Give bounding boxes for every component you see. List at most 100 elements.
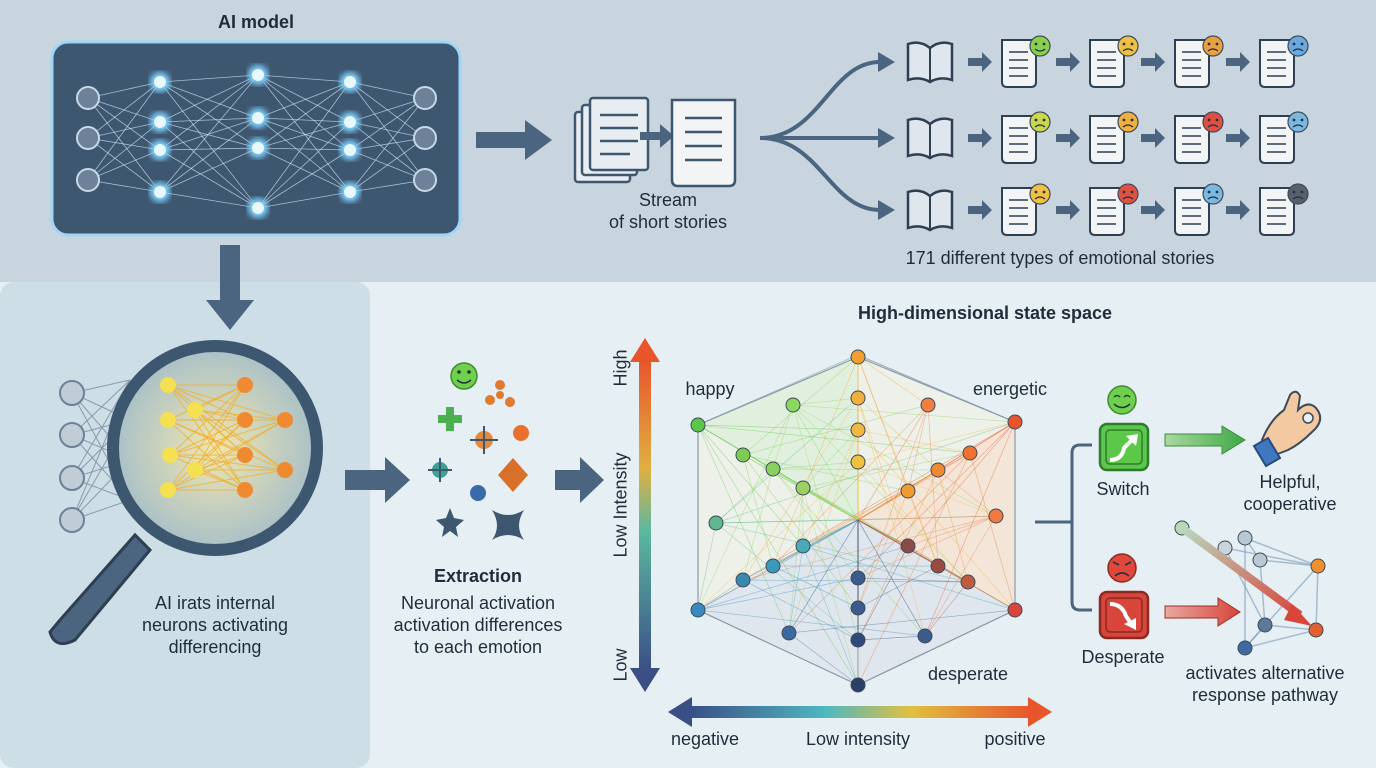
state-node — [962, 445, 978, 461]
pathway-node — [1310, 558, 1326, 574]
pathway-node — [1257, 617, 1273, 633]
switch-up-icon[interactable] — [1098, 422, 1150, 472]
emoji-icon — [1202, 183, 1224, 205]
state-node — [850, 570, 866, 586]
state-node — [708, 515, 724, 531]
state-node — [795, 480, 811, 496]
desperate-result-line1: activates alternative — [1185, 663, 1345, 683]
emoji-icon — [1117, 183, 1139, 205]
switch-down-icon[interactable] — [1098, 590, 1150, 640]
pathway-node — [1237, 530, 1253, 546]
state-node — [690, 602, 706, 618]
neuron-node — [344, 144, 356, 156]
book-icon — [906, 189, 954, 232]
neuron-node — [154, 144, 166, 156]
intensity-axis-arrow — [630, 338, 660, 692]
neuron-node — [344, 186, 356, 198]
left-caption-line2: neurons activating — [141, 615, 289, 635]
document-stack-icon — [573, 96, 737, 188]
neuron-node — [59, 380, 85, 406]
left-caption-line3: differencing — [168, 637, 262, 657]
neuron-node — [154, 76, 166, 88]
arrow-right-icon — [1226, 52, 1250, 72]
arrow-right-icon — [1226, 200, 1250, 220]
emoji-icon — [1117, 111, 1139, 133]
state-node — [785, 397, 801, 413]
x-axis-left-label: negative — [670, 729, 740, 749]
emoji-icon — [1029, 111, 1051, 133]
neuron-node — [252, 142, 264, 154]
emoji-happy-icon — [1107, 385, 1137, 415]
state-node — [930, 558, 946, 574]
arrow-right-icon — [555, 457, 604, 503]
neuron-node — [162, 447, 178, 463]
neuron-node — [413, 168, 437, 192]
neuron-node — [160, 412, 176, 428]
neuron-node — [237, 482, 253, 498]
bracket-connector — [1035, 443, 1092, 612]
neuron-node — [344, 76, 356, 88]
arrow-right-icon — [1056, 128, 1080, 148]
desperate-result-line2: response pathway — [1191, 685, 1339, 705]
arrow-right-red-icon — [1164, 597, 1241, 627]
arrow-right-icon — [1056, 52, 1080, 72]
state-node — [900, 483, 916, 499]
scroll-icon — [1174, 187, 1210, 236]
scroll-icon — [1259, 187, 1295, 236]
neuron-node — [252, 202, 264, 214]
stream-label-line2: of short stories — [608, 212, 728, 232]
state-node — [920, 397, 936, 413]
model-title: AI model — [217, 12, 295, 32]
scroll-icon — [1089, 187, 1125, 236]
scroll-icon — [1089, 39, 1125, 88]
y-axis-mid-label: Low Intensity — [610, 452, 631, 558]
arrow-right-icon — [968, 200, 992, 220]
state-node — [795, 538, 811, 554]
emoji-icon — [1117, 35, 1139, 57]
extraction-caption-line1: Neuronal activation — [400, 593, 556, 613]
scroll-icon — [1174, 115, 1210, 164]
arrow-right-icon — [345, 457, 410, 503]
neuron-node — [413, 86, 437, 110]
emotion-feature-icons — [428, 362, 529, 540]
state-node — [850, 422, 866, 438]
state-node — [690, 417, 706, 433]
extraction-title: Extraction — [433, 566, 523, 586]
pathway-node — [1252, 552, 1268, 568]
state-node — [960, 574, 976, 590]
switch-label: Switch — [1096, 479, 1150, 499]
neuron-node — [252, 112, 264, 124]
label-happy: happy — [685, 379, 735, 399]
arrow-right-icon — [968, 128, 992, 148]
label-energetic: energetic — [972, 379, 1048, 399]
arrow-right-icon — [1141, 128, 1165, 148]
y-axis-high-label: High — [610, 349, 631, 387]
state-space-network — [690, 349, 1023, 693]
x-axis-mid-label: Low intensity — [805, 729, 911, 749]
state-space-title: High-dimensional state space — [857, 303, 1113, 323]
neuron-node — [154, 116, 166, 128]
stream-label-line1: Stream — [638, 190, 698, 210]
emoji-icon — [1287, 111, 1309, 133]
branch-arrows — [759, 52, 895, 220]
valence-axis-arrow — [668, 697, 1052, 727]
pathway-node — [1308, 622, 1324, 638]
hand-ok-icon — [1252, 390, 1322, 468]
neuron-node — [252, 69, 264, 81]
switch-result-line1: Helpful, — [1259, 472, 1321, 492]
state-node — [850, 390, 866, 406]
arrow-right-icon — [1056, 200, 1080, 220]
y-axis-low-label: Low — [610, 648, 631, 682]
scroll-icon — [1259, 39, 1295, 88]
neuron-node — [76, 126, 100, 150]
neuron-node — [237, 412, 253, 428]
x-axis-right-label: positive — [984, 729, 1046, 749]
book-icon — [906, 117, 954, 160]
desperate-label: Desperate — [1081, 647, 1165, 667]
switch-result-line2: cooperative — [1243, 494, 1337, 514]
book-icon — [906, 41, 954, 84]
neuron-node — [76, 86, 100, 110]
arrow-right-icon — [968, 52, 992, 72]
state-node — [930, 462, 946, 478]
